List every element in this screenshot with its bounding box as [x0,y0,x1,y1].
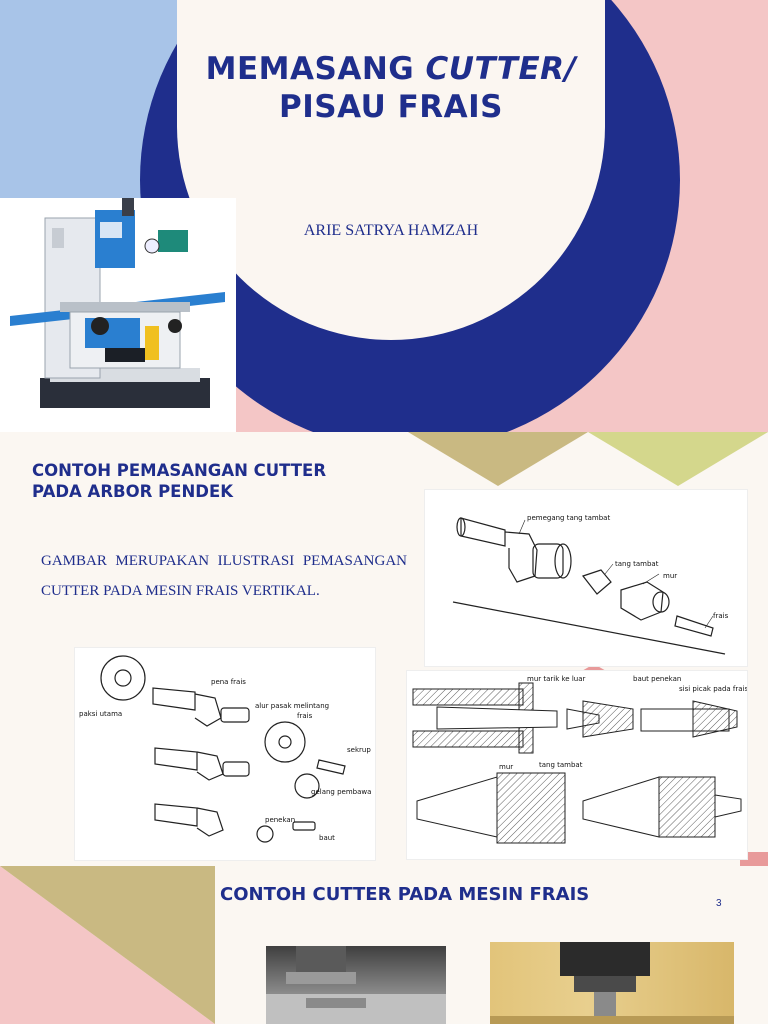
label-mur-tarik: mur tarik ke luar [527,675,586,683]
label-mur: mur [663,572,677,580]
label-tang-tambat: tang tambat [615,560,659,568]
collet-section-figure: mur tarik ke luar baut penekan sisi pica… [406,670,748,860]
collet-assembly-figure: pemegang tang tambat tang tambat mur fra… [424,489,748,667]
heading-line-2: PADA ARBOR PENDEK [32,482,234,501]
green-triangle-decoration [588,432,768,486]
label-baut: baut [319,834,335,842]
milling-machine-photo [0,198,236,432]
label-frais: frais [713,612,729,620]
milling-machine-icon [10,198,225,408]
label-tang-tambat-2: tang tambat [539,761,583,769]
label-penekan: penekan [265,816,295,824]
red-triangle-decoration [580,664,608,672]
label-gelang-pembawa: gelang pembawa [311,788,371,796]
end-mill-icon [490,942,734,1024]
label-frais-2: frais [297,712,313,720]
title-slide: MEMASANG CUTTER/ PISAU FRAIS ARIE SATRYA… [0,0,768,432]
page-number: 3 [716,898,722,909]
body-text: GAMBAR MERUPAKAN ILUSTRASI PEMASANGAN CU… [41,553,407,599]
label-pemegang-tang-tambat: pemegang tang tambat [527,514,610,522]
title-panel [177,0,605,340]
face-mill-icon [266,946,446,1024]
arbor-parts-drawing: pena frais paksi utama alur pasak melint… [79,655,371,843]
slide-title: MEMASANG CUTTER/ PISAU FRAIS [177,50,605,126]
cutter-photo-1 [266,946,446,1024]
label-mur-2: mur [499,763,513,771]
collet-assembly-drawing: pemegang tang tambat tang tambat mur fra… [452,514,729,655]
arbor-parts-figure: pena frais paksi utama alur pasak melint… [74,647,376,861]
section-heading: CONTOH PEMASANGAN CUTTER PADA ARBOR PEND… [32,460,392,502]
author-name: ARIE SATRYA HAMZAH [303,222,479,239]
cutter-photo-2 [490,942,734,1024]
label-sisi-picak: sisi picak pada frais [679,685,747,693]
heading-line-1: CONTOH PEMASANGAN CUTTER [32,461,327,480]
label-paksi-utama: paksi utama [79,710,122,718]
label-sekrup: sekrup [347,746,371,754]
title-part-1: MEMASANG [205,51,426,87]
title-part-2: CUTTER/ [425,51,577,87]
arbor-slide: CONTOH PEMASANGAN CUTTER PADA ARBOR PEND… [0,432,768,866]
label-pena-frais: pena frais [211,678,246,686]
collet-section-drawing: mur tarik ke luar baut penekan sisi pica… [412,675,748,844]
olive-triangle-decoration [408,432,588,486]
label-baut-penekan: baut penekan [633,675,681,683]
cutter-examples-slide: CONTOH CUTTER PADA MESIN FRAIS 3 [0,866,768,1024]
title-line-2: PISAU FRAIS [279,89,503,125]
section-heading-2: CONTOH CUTTER PADA MESIN FRAIS [220,884,590,905]
label-alur-pasak: alur pasak melintang [255,702,329,710]
